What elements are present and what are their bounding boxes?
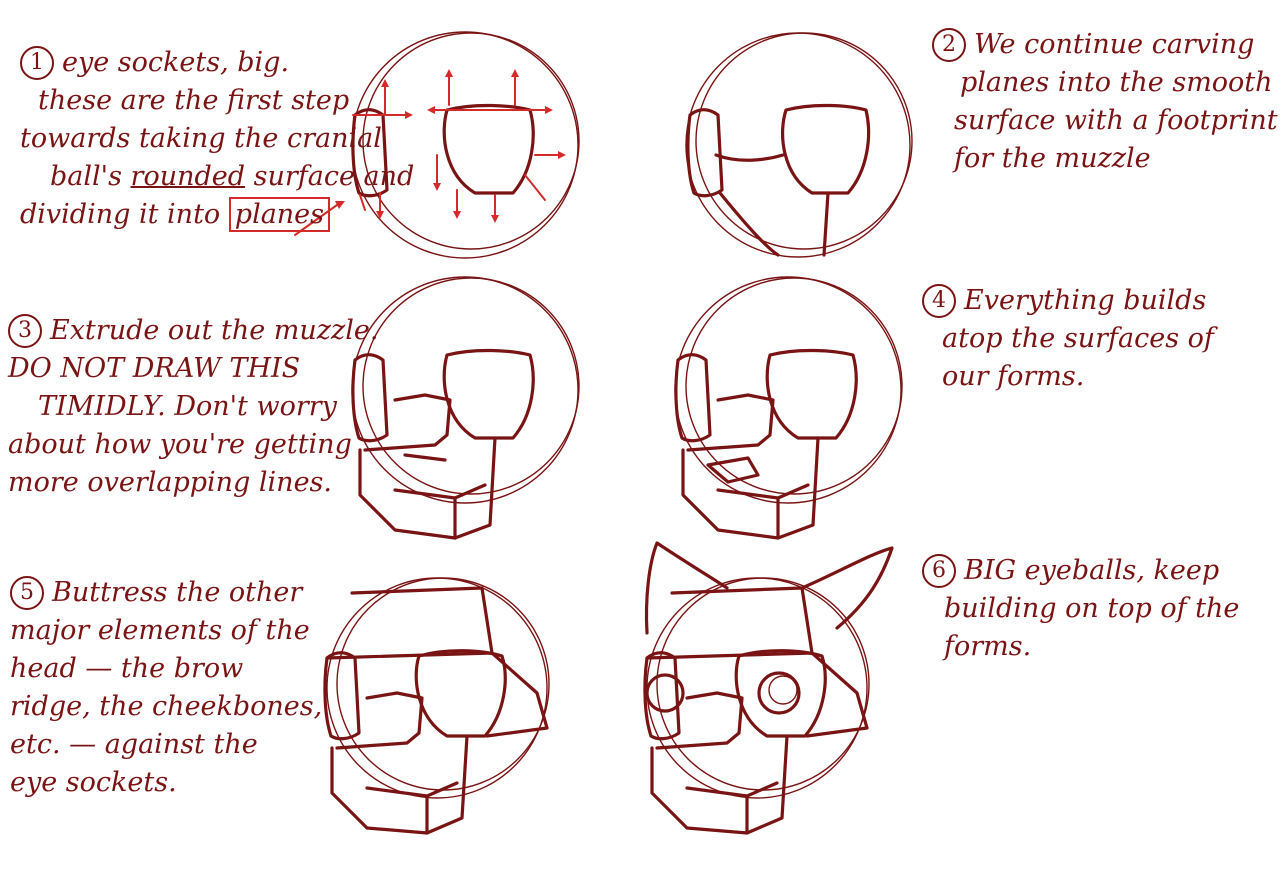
step-3-note: 3 Extrude out the muzzle. DO NOT DRAW THI… <box>8 312 378 502</box>
step-5-line-5: etc. — against the <box>10 729 258 760</box>
head-sketch-5 <box>323 577 550 835</box>
head-sketch-1 <box>294 31 580 259</box>
underlined-word: rounded <box>130 161 246 192</box>
step-3-line-5: more overlapping lines. <box>8 467 332 498</box>
step-number-badge: 6 <box>922 554 956 588</box>
step-6-line-1: 6 BIG eyeballs, keep <box>922 552 1239 590</box>
step-5-line-2: major elements of the <box>10 615 310 646</box>
step-2-note: 2 We continue carving planes into the smo… <box>932 26 1278 178</box>
step-4-line-1: 4 Everything builds <box>922 282 1214 320</box>
boxed-word: planes <box>228 197 331 232</box>
step-1-line-1: 1 eye sockets, big. <box>20 44 414 82</box>
step-3-line-3: TIMIDLY. Don't worry <box>38 391 337 422</box>
step-6-text: BIG eyeballs, keep <box>964 555 1220 586</box>
step-3-text: Extrude out the muzzle. <box>50 315 379 346</box>
head-sketch-3 <box>351 276 580 540</box>
step-5-note: 5 Buttress the other major elements of th… <box>10 574 322 802</box>
head-sketch-2 <box>685 32 913 258</box>
step-4-line-2: atop the surfaces of <box>942 323 1214 354</box>
head-sketch-6 <box>643 541 894 835</box>
step-1-line-4: ball's rounded surface and <box>20 158 414 196</box>
step-5-line-3: head — the brow <box>10 653 244 684</box>
step-5-line-1: 5 Buttress the other <box>10 574 322 612</box>
step-1-text: dividing it into <box>20 199 221 230</box>
step-1-text: surface and <box>253 161 415 192</box>
head-sketch-4 <box>674 276 903 540</box>
step-3-line-1: 3 Extrude out the muzzle. <box>8 312 378 350</box>
step-6-line-2: building on top of the <box>944 593 1240 624</box>
step-number-badge: 1 <box>20 46 54 80</box>
step-2-line-4: for the muzzle <box>954 143 1151 174</box>
step-1-line-2: these are the first step <box>38 85 350 116</box>
step-5-line-6: eye sockets. <box>10 767 177 798</box>
step-3-line-4: about how you're getting <box>8 429 352 460</box>
step-6-line-3: forms. <box>944 631 1032 662</box>
step-5-line-4: ridge, the cheekbones, <box>10 691 323 722</box>
step-1-text: eye sockets, big. <box>62 47 290 78</box>
step-number-badge: 3 <box>8 314 42 348</box>
step-4-line-3: our forms. <box>942 361 1085 392</box>
step-number-badge: 4 <box>922 284 956 318</box>
step-1-text: ball's <box>50 161 122 192</box>
step-2-text: We continue carving <box>974 29 1255 60</box>
step-1-note: 1 eye sockets, big. these are the first s… <box>20 44 414 234</box>
step-1-line-5: dividing it into planes <box>20 196 414 234</box>
step-number-badge: 2 <box>932 28 966 62</box>
step-6-note: 6 BIG eyeballs, keep building on top of t… <box>922 552 1239 666</box>
step-1-line-3: towards taking the cranial <box>20 123 382 154</box>
step-2-line-1: 2 We continue carving <box>932 26 1278 64</box>
step-2-line-3: surface with a footprint <box>954 105 1278 136</box>
step-number-badge: 5 <box>10 576 44 610</box>
step-3-line-2: DO NOT DRAW THIS <box>8 353 301 384</box>
step-2-line-2: planes into the smooth <box>960 67 1273 98</box>
step-5-text: Buttress the other <box>52 577 303 608</box>
step-4-text: Everything builds <box>964 285 1207 316</box>
